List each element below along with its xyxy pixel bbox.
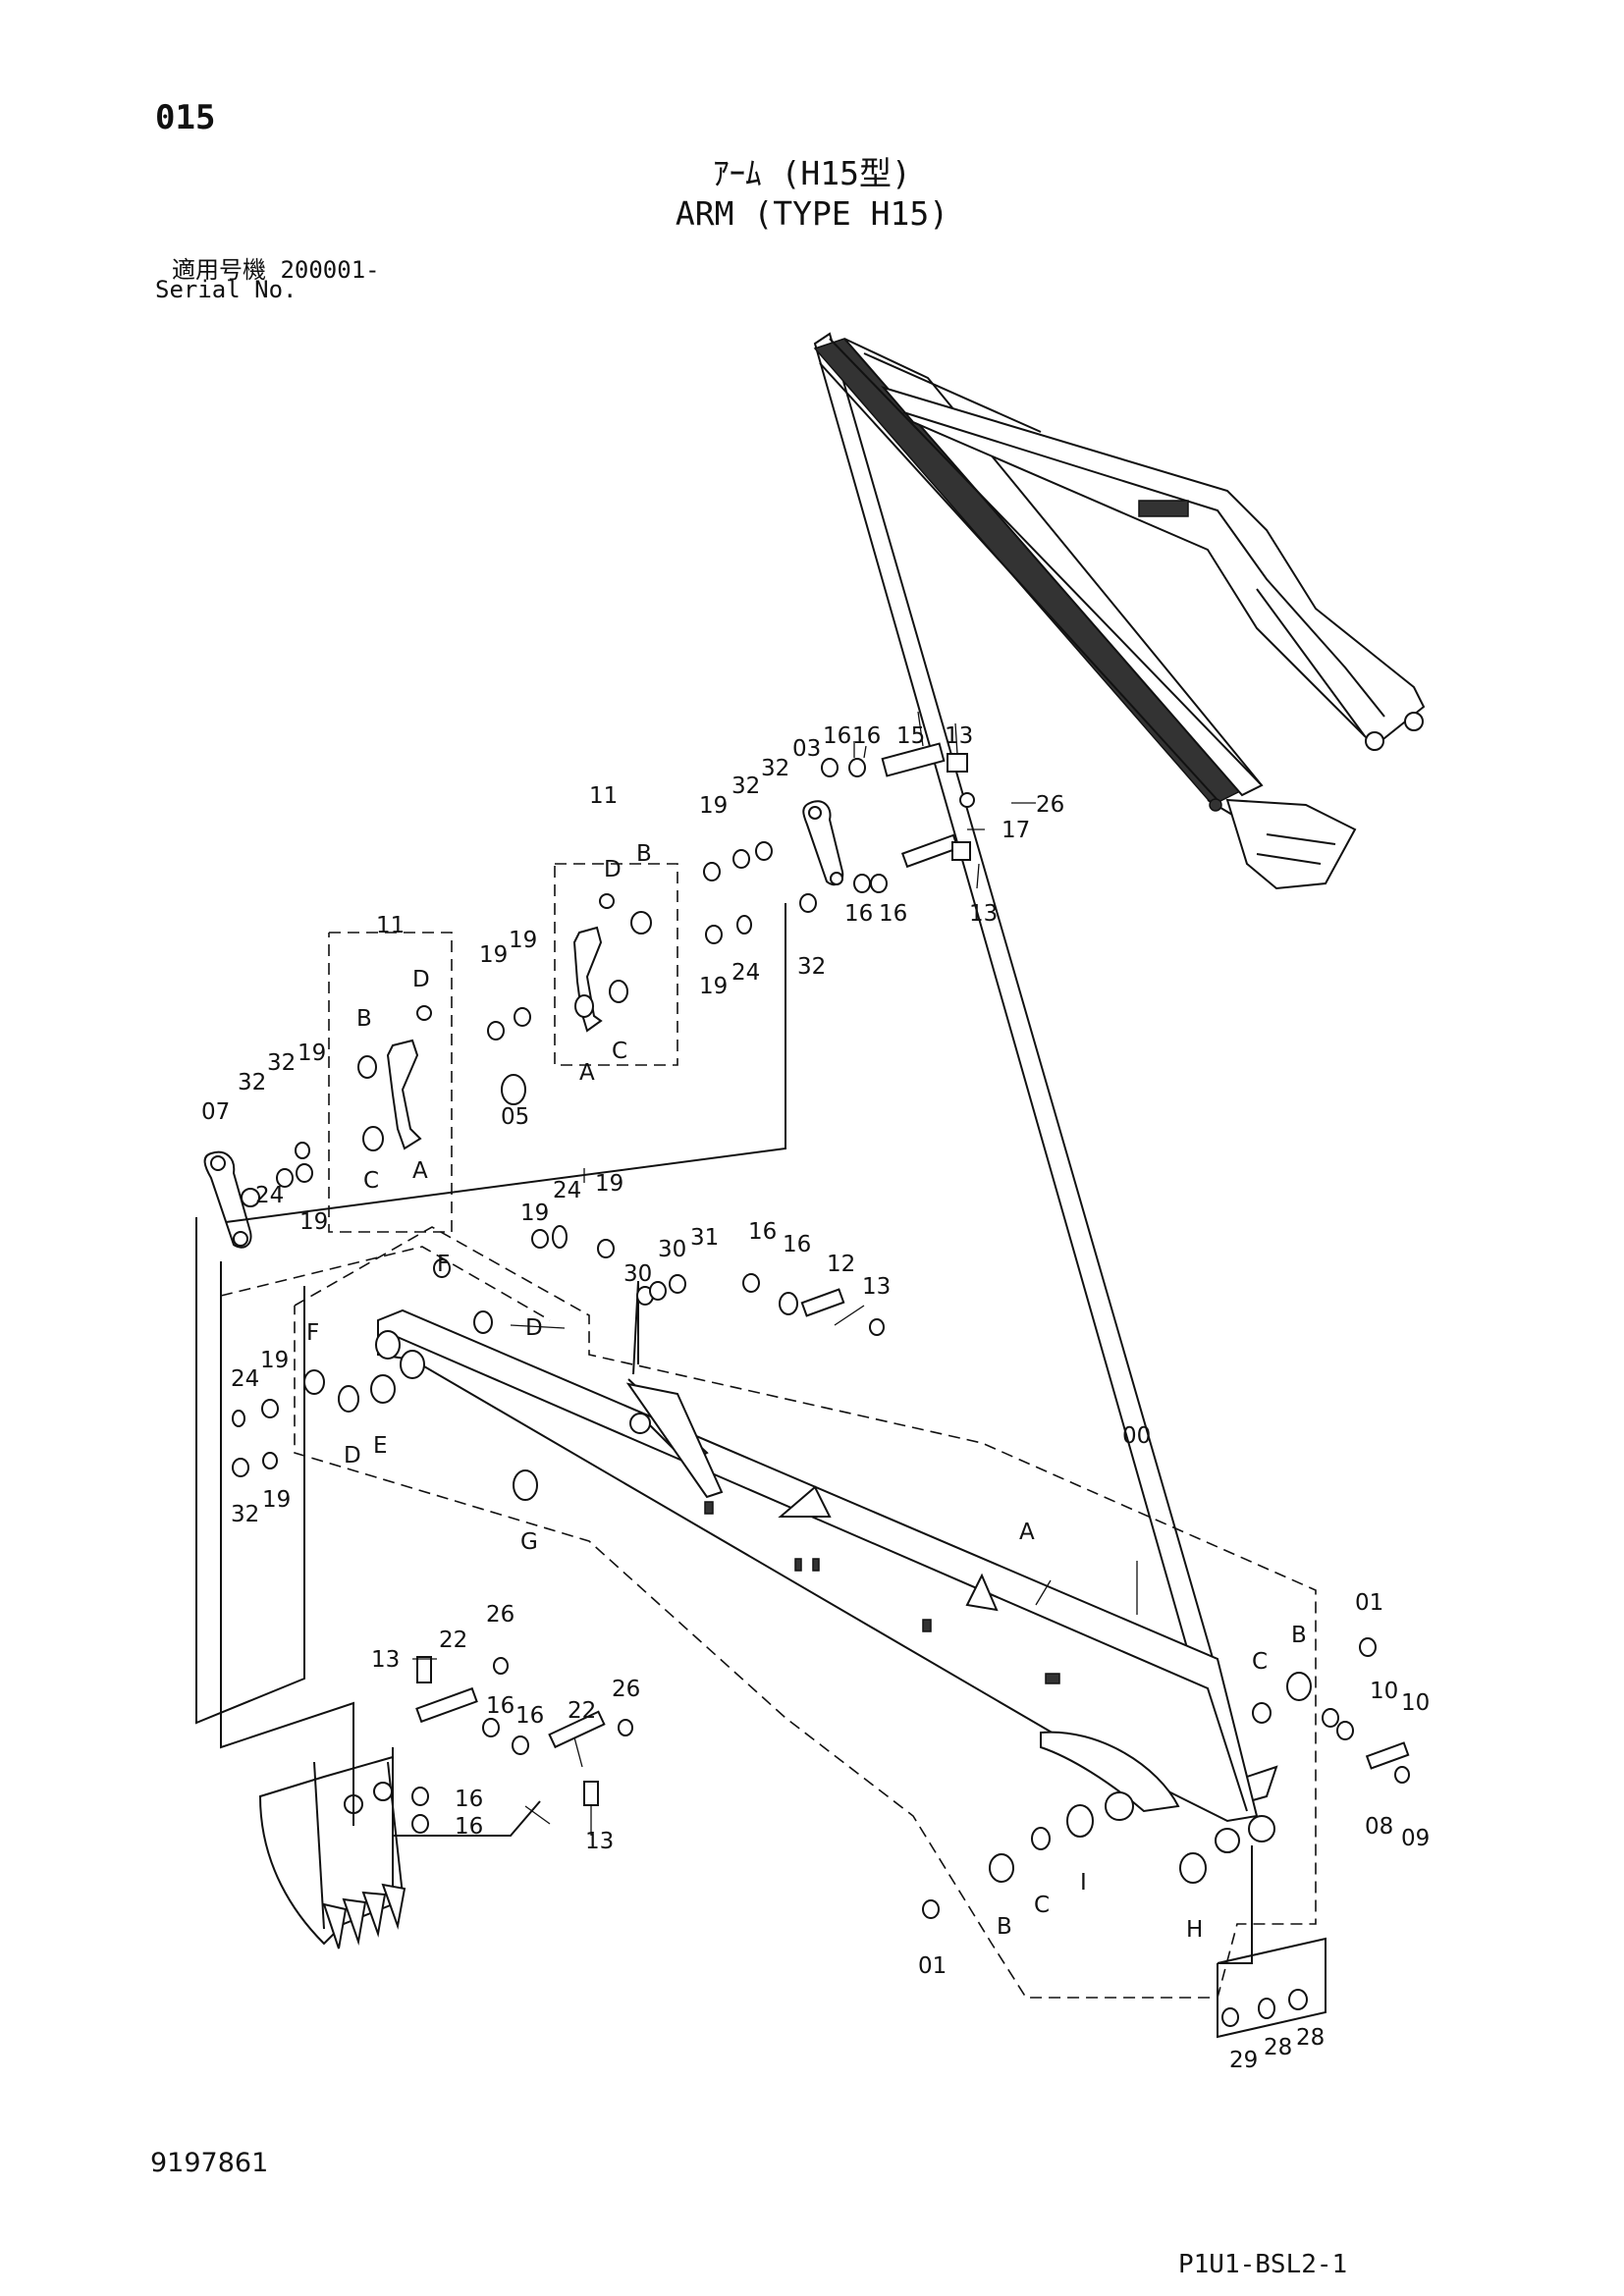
callout-19: 19 xyxy=(699,974,728,999)
callout-32: 32 xyxy=(761,756,789,781)
callout-17: 17 xyxy=(1001,818,1030,843)
callout-15: 15 xyxy=(896,723,925,749)
callout-16: 16 xyxy=(844,901,873,927)
callout-16: 16 xyxy=(455,1814,483,1840)
callout-19: 19 xyxy=(262,1487,291,1513)
callout-16: 16 xyxy=(823,723,851,749)
document-number: 9197861 xyxy=(150,2148,269,2178)
callout-30: 30 xyxy=(623,1261,652,1287)
callout-13: 13 xyxy=(585,1829,614,1854)
callout-19: 19 xyxy=(699,793,728,819)
callout-01: 01 xyxy=(918,1953,947,1979)
callout-B: B xyxy=(997,1914,1012,1940)
group-outlines xyxy=(195,863,1326,2039)
serial-label-japanese: 適用号機 200001- xyxy=(172,256,380,284)
callout-11: 11 xyxy=(376,913,405,938)
callout-09: 09 xyxy=(1401,1826,1430,1851)
callout-H: H xyxy=(1186,1917,1203,1943)
callout-10: 10 xyxy=(1370,1679,1398,1704)
callout-32: 32 xyxy=(231,1502,259,1527)
links xyxy=(203,800,844,1249)
callout-01: 01 xyxy=(1355,1590,1383,1616)
callout-A: A xyxy=(412,1158,428,1184)
callout-16: 16 xyxy=(515,1703,544,1729)
callout-24: 24 xyxy=(731,960,760,986)
callout-16: 16 xyxy=(879,901,907,927)
callout-32: 32 xyxy=(238,1070,266,1095)
callout-19: 19 xyxy=(298,1041,326,1066)
callout-D: D xyxy=(412,967,430,992)
callout-13: 13 xyxy=(969,901,998,927)
callout-A: A xyxy=(1019,1520,1035,1545)
callout-24: 24 xyxy=(255,1183,284,1208)
callout-28: 28 xyxy=(1264,2035,1292,2060)
title-english: ARM (TYPE H15) xyxy=(675,194,949,233)
callout-B: B xyxy=(356,1006,372,1032)
callout-C: C xyxy=(612,1039,627,1064)
callout-13: 13 xyxy=(862,1274,891,1300)
callout-11: 11 xyxy=(589,783,618,809)
callout-C: C xyxy=(1252,1649,1268,1675)
callout-30: 30 xyxy=(658,1237,686,1262)
callout-16: 16 xyxy=(455,1787,483,1812)
callout-16: 16 xyxy=(748,1219,777,1245)
callout-24: 24 xyxy=(231,1366,259,1392)
bucket-illustration xyxy=(258,1755,406,1949)
callout-22: 22 xyxy=(439,1628,467,1653)
callout-10: 10 xyxy=(1401,1690,1430,1716)
small-parts xyxy=(232,742,1410,2027)
callout-16: 16 xyxy=(852,723,881,749)
callout-31: 31 xyxy=(690,1225,719,1251)
callout-19: 19 xyxy=(520,1201,549,1226)
callout-29: 29 xyxy=(1229,2048,1258,2073)
callout-07: 07 xyxy=(201,1099,230,1125)
callout-05: 05 xyxy=(501,1104,529,1130)
callout-26: 26 xyxy=(612,1677,640,1702)
callout-A: A xyxy=(579,1060,595,1086)
serial-label-english: Serial No. xyxy=(155,276,298,303)
callout-08: 08 xyxy=(1365,1814,1393,1840)
callout-19: 19 xyxy=(479,942,508,968)
callout-24: 24 xyxy=(553,1178,581,1203)
title-japanese: ｱｰﾑ (H15型) xyxy=(713,154,911,192)
callout-B: B xyxy=(636,841,652,867)
callout-E: E xyxy=(373,1433,388,1459)
callout-00: 00 xyxy=(1122,1423,1151,1449)
leader-lines xyxy=(412,711,1138,1836)
callout-28: 28 xyxy=(1296,2025,1325,2051)
callout-I: I xyxy=(1080,1870,1087,1896)
callout-32: 32 xyxy=(267,1050,296,1076)
callout-26: 26 xyxy=(486,1602,514,1628)
callout-F: F xyxy=(306,1320,319,1346)
callout-13: 13 xyxy=(945,723,973,749)
callout-19: 19 xyxy=(299,1209,328,1235)
callout-D: D xyxy=(344,1443,361,1468)
callout-19: 19 xyxy=(509,928,537,953)
callout-03: 03 xyxy=(792,736,821,762)
callout-13: 13 xyxy=(371,1647,400,1673)
sheet-code: P1U1-BSL2-1 xyxy=(1178,2250,1348,2279)
callout-B: B xyxy=(1291,1623,1307,1648)
callout-19: 19 xyxy=(595,1171,623,1197)
callout-C: C xyxy=(363,1168,379,1194)
callout-D: D xyxy=(525,1315,543,1341)
callout-C: C xyxy=(1034,1893,1050,1918)
callout-32: 32 xyxy=(731,774,760,799)
machine-overview-illustration xyxy=(813,332,1426,1808)
arm-body xyxy=(375,1308,1275,1853)
callout-labels: 16 16 15 13 03 32 32 19 26 17 16 16 13 3… xyxy=(201,723,1430,2073)
callout-22: 22 xyxy=(568,1698,596,1724)
page-number: 015 xyxy=(155,98,216,137)
callout-16: 16 xyxy=(486,1693,514,1719)
callout-12: 12 xyxy=(827,1252,855,1277)
callout-D: D xyxy=(604,857,622,882)
callout-32: 32 xyxy=(797,954,826,980)
callout-26: 26 xyxy=(1036,792,1064,818)
callout-G: G xyxy=(520,1529,538,1555)
callout-16: 16 xyxy=(783,1232,811,1257)
callout-F: F xyxy=(437,1252,450,1277)
callout-19: 19 xyxy=(260,1348,289,1373)
